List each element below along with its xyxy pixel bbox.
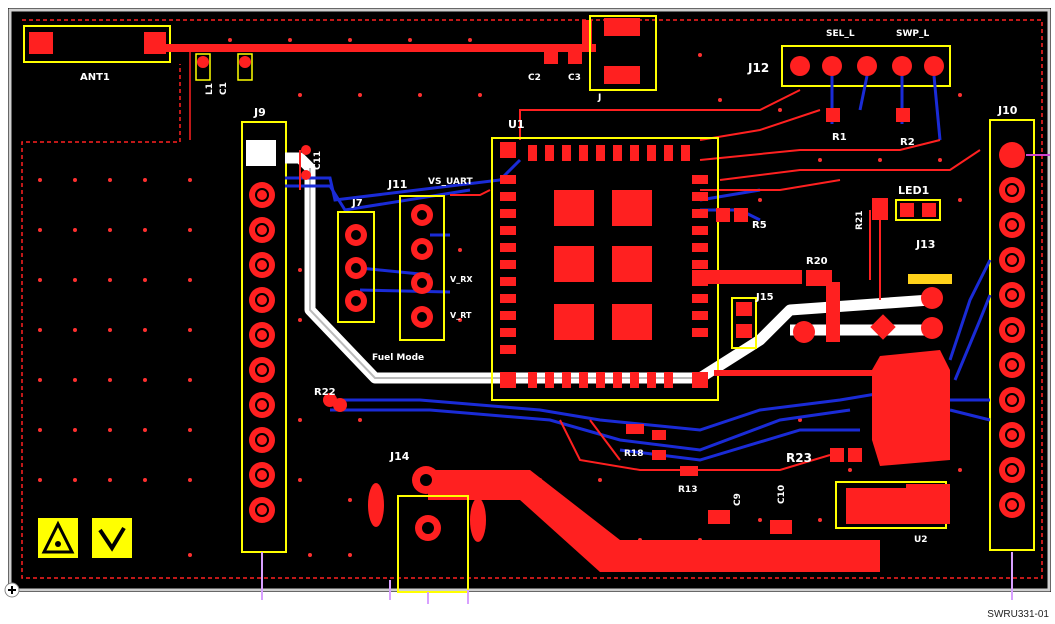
board-outline (8, 8, 1051, 592)
r2-label: R2 (900, 137, 915, 148)
l1-label: L1 (205, 83, 215, 95)
c1-label: C1 (219, 82, 229, 95)
ic-u1: U1 (491, 118, 874, 401)
resistors-r13-r18: R13 R18 (624, 424, 698, 495)
rf-trace (166, 20, 596, 140)
figure-caption: SWRU331-01 (987, 609, 1049, 620)
c2-label: C2 (528, 73, 541, 83)
u2-label: U2 (914, 535, 928, 545)
j10-label: J10 (997, 104, 1018, 117)
header-j10: J10 (989, 104, 1050, 551)
vs-uart-label: VS_UART (428, 177, 473, 187)
r23-label: R23 (786, 451, 812, 465)
header-j9: J9 (241, 106, 287, 553)
caps-c9-c10: C9 C10 (708, 485, 792, 534)
j15-label: J15 (755, 292, 774, 303)
top-layer-traces (299, 89, 981, 471)
c1-l1-caps: L1 C1 (195, 53, 253, 95)
ant1-label: ANT1 (80, 72, 110, 83)
c10-label: C10 (777, 485, 787, 504)
c2-c3-caps: C2 C3 (528, 44, 582, 83)
j9-label: J9 (253, 106, 266, 119)
r18-label: R18 (624, 449, 643, 459)
ic-u2: U2 (835, 350, 950, 545)
resistor-r22: R22 (314, 387, 347, 412)
antenna-ant1: ANT1 (23, 25, 171, 83)
resistor-r5: R5 (716, 208, 767, 231)
r20-label: R20 (806, 256, 828, 267)
caution-icon (92, 518, 132, 558)
vs-rt-label: V_RT (450, 311, 472, 320)
c9-label: C9 (733, 493, 743, 506)
header-j11: J11 VS_UART V_RX V_RT Fuel Mode (372, 177, 473, 363)
c3-label: C3 (568, 73, 581, 83)
sel-l-label: SEL_L (826, 29, 855, 39)
j11-label: J11 (387, 178, 407, 191)
esd-warning-icon (38, 518, 78, 558)
jumper-j15: J15 (731, 292, 815, 349)
cap-c11: C11 (301, 145, 323, 180)
r5-label: R5 (752, 220, 767, 231)
header-j12: J12 SEL_L SWP_L R1 R2 (747, 29, 951, 148)
edge-leads (261, 552, 1013, 604)
j12-label: J12 (747, 61, 769, 75)
resistor-r23: R23 (786, 448, 862, 465)
j13-label: J13 (915, 238, 935, 251)
r21-label: R21 (855, 211, 865, 230)
r22-label: R22 (314, 387, 336, 398)
led1: LED1 R21 (855, 184, 941, 230)
via-grid (38, 38, 962, 557)
jumper-j7: J7 (337, 198, 375, 323)
origin-marker-icon (4, 582, 20, 598)
j14-label: J14 (389, 450, 410, 463)
j7-label: J7 (351, 198, 363, 209)
led1-label: LED1 (898, 184, 929, 197)
svg-text:J: J (597, 93, 601, 103)
ground-pour-border (21, 19, 1043, 579)
r13-label: R13 (678, 485, 697, 495)
svg-text:C11: C11 (313, 151, 323, 170)
swp-l-label: SWP_L (896, 29, 930, 39)
header-j13: J13 (870, 238, 952, 340)
vs-rx-label: V_RX (450, 275, 473, 284)
resistor-r20: R20 (806, 256, 840, 342)
power-jack-j14: J14 (368, 450, 880, 593)
r1-label: R1 (832, 132, 847, 143)
u1-label: U1 (508, 118, 525, 131)
fuel-mode-label: Fuel Mode (372, 353, 424, 363)
top-connector: J (589, 15, 657, 103)
